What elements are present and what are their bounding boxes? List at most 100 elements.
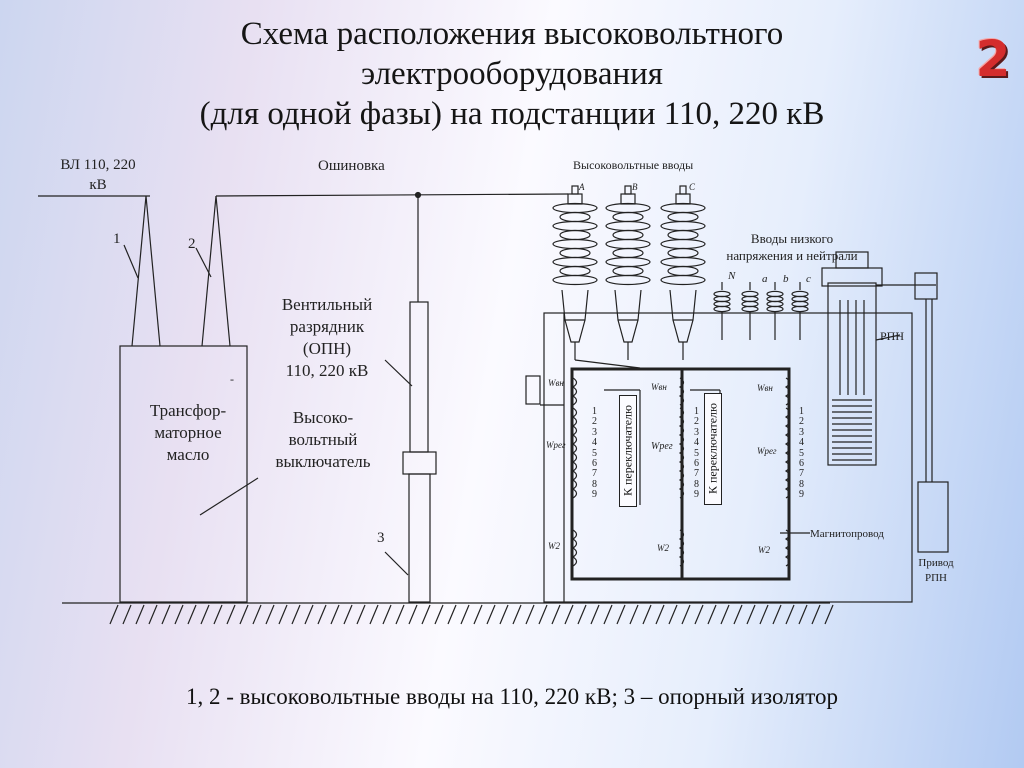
tap-changer	[827, 282, 877, 466]
hv-bushings-label: Высоковольтные вводы	[573, 158, 694, 172]
to-switch-right-box: К переключателю	[704, 393, 722, 505]
arrester-line-3: (ОПН)	[302, 339, 352, 358]
tap-number: 2	[799, 416, 804, 428]
tap-number: 1	[592, 406, 597, 417]
hv-bushings	[552, 185, 706, 369]
lv-c-label: c	[806, 273, 811, 285]
overhead-line-label: ВЛ 110, 220 кВ	[40, 155, 156, 195]
tap-number: 5	[592, 447, 597, 459]
tap-number: 8	[799, 478, 804, 490]
windings	[571, 377, 791, 567]
winding-coil	[571, 407, 578, 499]
busbar	[215, 193, 569, 197]
rpn-drive	[917, 481, 949, 553]
breaker-line-2: вольтный	[288, 430, 358, 449]
tap-number: 2	[592, 416, 597, 428]
breaker-line-3: выключатель	[275, 452, 371, 471]
slide-number: 2	[975, 30, 1011, 88]
w-vn-right: Wвн	[757, 383, 773, 393]
tap-number: 4	[799, 437, 804, 449]
label-num-2: 2	[188, 236, 196, 252]
lv-n-label: N	[728, 270, 736, 282]
to-switch-left-box: К переключателю	[619, 395, 637, 507]
winding-coil	[784, 377, 791, 406]
dash-mark: -	[230, 372, 234, 386]
lv-bushing-n	[713, 282, 731, 340]
rpn-drive-label: Привод РПН	[912, 556, 960, 586]
title-line-3: (для одной фазы) на подстанции 110, 220 …	[199, 96, 825, 132]
tap-number: 1	[694, 406, 699, 417]
lv-label-line-2: напряжения и нейтрали	[726, 248, 858, 263]
lv-bushing-c	[791, 282, 809, 340]
support-insulator	[408, 473, 431, 603]
lv-bushings	[713, 282, 809, 340]
breaker-line-1: Высоко-	[292, 408, 354, 427]
overhead-line-unit: кВ	[89, 177, 107, 193]
w-reg-right: Wрег	[757, 446, 777, 456]
winding-coil	[678, 529, 685, 567]
tap-number: 7	[592, 468, 597, 480]
lv-bushings-label: Вводы низкого напряжения и нейтрали	[706, 230, 878, 264]
busbar-label: Ошиновка	[318, 158, 385, 174]
breaker-label: Высоко- вольтный выключатель	[258, 407, 388, 473]
arrester-label: Вентильный разрядник (ОПН) 110, 220 кВ	[262, 294, 392, 382]
w2-mid: W2	[657, 543, 669, 553]
hv-bushing-c	[660, 185, 706, 360]
tap-number: 7	[799, 468, 804, 480]
slide-caption: 1, 2 - высоковольтные вводы на 110, 220 …	[186, 684, 838, 709]
magnet-core-label: Магнитопровод	[810, 528, 884, 540]
rpn-label: РПН	[880, 329, 905, 343]
tap-number: 1	[799, 406, 804, 417]
breaker-clamp	[402, 451, 437, 475]
tap-number: 3	[799, 426, 804, 438]
winding-coil	[678, 407, 685, 499]
tap-number: 2	[694, 416, 699, 428]
slide-title: Схема расположения высоковольтного элект…	[60, 14, 964, 134]
lv-label-line-1: Вводы низкого	[750, 231, 834, 246]
phase-b-label: B	[632, 182, 638, 192]
tap-number: 9	[799, 489, 804, 501]
tap-number: 4	[694, 437, 699, 449]
title-line-1: Схема расположения высоковольтного	[240, 16, 784, 52]
arrester-line-2: разрядник	[289, 317, 365, 336]
winding-coil	[571, 377, 578, 406]
w-vn-left: Wвн	[548, 378, 564, 388]
tap-number: 5	[799, 447, 804, 459]
tap-number: 6	[799, 458, 804, 469]
tap-number: 9	[592, 489, 597, 501]
phase-a-label: A	[579, 182, 585, 192]
w2-right: W2	[758, 545, 770, 555]
rpn-drive-line-2: РПН	[924, 572, 947, 584]
tap-number: 8	[694, 478, 699, 490]
w-vn-mid: Wвн	[651, 382, 667, 392]
hv-bushing-a	[552, 185, 598, 360]
arrester-body	[409, 301, 429, 453]
transformer-oil-label: Трансфор- маторное масло	[133, 400, 243, 466]
w2-left: W2	[548, 541, 560, 551]
to-switch-left-label: К переключателю	[620, 405, 635, 496]
label-num-1: 1	[113, 231, 121, 247]
oil-line-2: маторное	[154, 423, 222, 442]
label-num-3: 3	[377, 530, 385, 546]
tap-number: 8	[592, 478, 597, 490]
tap-number: 5	[694, 447, 699, 459]
lv-bushing-b	[766, 282, 784, 340]
winding-coil	[678, 377, 685, 406]
rpn-drive-line-1: Привод	[918, 557, 954, 569]
arrester-line-1: Вентильный	[281, 295, 373, 314]
tap-number: 6	[592, 458, 597, 469]
tap-number: 9	[694, 489, 699, 501]
arrester-line-4: 110, 220 кВ	[285, 361, 369, 380]
to-switch-right-label: К переключателю	[705, 403, 720, 494]
power-transformer-tank	[543, 312, 913, 603]
hv-bushing-b	[605, 185, 651, 360]
lv-b-label: b	[783, 273, 789, 285]
lv-bushing-a	[741, 282, 759, 340]
tap-number: 7	[694, 468, 699, 480]
winding-coil	[784, 407, 791, 499]
oil-line-1: Трансфор-	[149, 401, 227, 420]
tap-number: 4	[592, 437, 597, 449]
overhead-line-voltage: ВЛ 110, 220	[60, 157, 136, 173]
oil-line-3: масло	[166, 445, 210, 464]
